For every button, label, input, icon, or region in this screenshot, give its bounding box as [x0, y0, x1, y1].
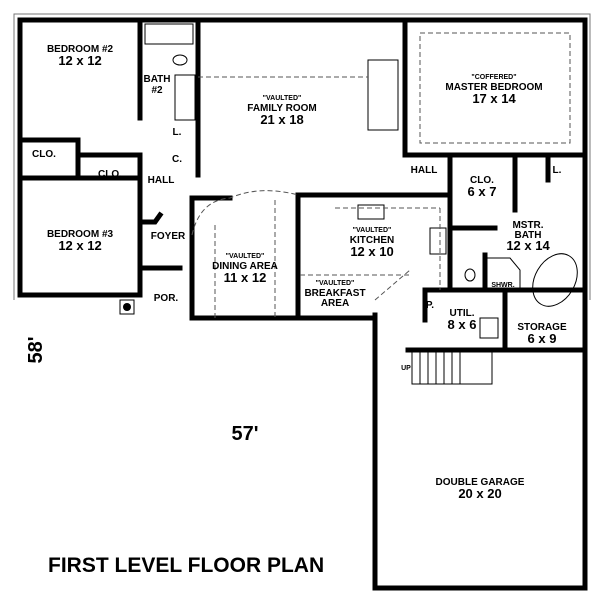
vanity	[174, 74, 196, 121]
walls	[17, 17, 588, 591]
room-name: MASTER BEDROOM	[445, 82, 542, 93]
toilet-master	[464, 268, 476, 282]
closet-bedroom-2: CLO.	[32, 149, 56, 160]
room-name: FAMILY ROOM	[247, 103, 316, 114]
room-size: 6 x 9	[528, 331, 557, 346]
room-name: CLO.	[470, 175, 494, 186]
room-name: DOUBLE GARAGE	[436, 477, 525, 488]
room-size: 12 x 12	[58, 238, 101, 253]
hall-right: HALL	[411, 165, 438, 176]
room-family: "VAULTED" FAMILY ROOM 21 x 18	[247, 95, 316, 127]
kitchen-sink	[357, 204, 385, 220]
room-size: 11 x 12	[224, 270, 267, 285]
room-note: "VAULTED"	[316, 280, 355, 287]
room-note: "VAULTED"	[226, 253, 265, 260]
fixtures	[119, 23, 578, 385]
fireplace	[367, 59, 399, 131]
stairs	[411, 351, 493, 385]
stairs-up-label: UP	[401, 365, 411, 372]
room-size: 20 x 20	[458, 486, 501, 501]
linen-closet-master: L.	[553, 165, 562, 176]
shower-label: SHWR.	[491, 282, 514, 289]
ac-unit	[119, 299, 135, 315]
room-note: "COFFERED"	[471, 74, 516, 81]
linen-closet: L.	[173, 127, 182, 138]
closet-bedroom-3: CLO.	[98, 169, 122, 180]
room-name: MSTR.	[512, 220, 543, 231]
hall-left: HALL	[148, 175, 175, 186]
room-master-closet: CLO. 6 x 7	[468, 175, 497, 199]
exterior-outline	[13, 13, 591, 300]
room-note: "VAULTED"	[353, 227, 392, 234]
shower	[484, 257, 521, 291]
room-name-line2: AREA	[321, 298, 349, 309]
room-size: 21 x 18	[260, 112, 303, 127]
porch: POR.	[154, 293, 179, 304]
range	[429, 227, 447, 255]
plan-title: FIRST LEVEL FLOOR PLAN	[48, 554, 324, 577]
bathtub	[144, 23, 194, 45]
room-dining: "VAULTED" DINING AREA 11 x 12	[212, 253, 278, 285]
room-name: DINING AREA	[212, 261, 278, 272]
room-name: KITCHEN	[350, 235, 394, 246]
room-name-line2: #2	[151, 85, 163, 96]
room-name: STORAGE	[517, 322, 567, 333]
room-breakfast: "VAULTED" BREAKFAST AREA	[304, 280, 365, 309]
room-name-line2: BATH	[514, 230, 541, 241]
room-size: 17 x 14	[472, 91, 516, 106]
room-bath-2: BATH #2	[143, 74, 170, 96]
room-bedroom-3: BEDROOM #3 12 x 12	[47, 229, 114, 253]
room-master-bath: MSTR. BATH 12 x 14	[506, 220, 550, 253]
coat-closet: C.	[172, 154, 182, 165]
ceiling-lines	[191, 32, 571, 318]
garden-tub	[532, 253, 578, 307]
toilet	[172, 54, 188, 66]
room-storage: STORAGE 6 x 9	[517, 322, 567, 346]
room-name: BATH	[143, 74, 170, 85]
room-bedroom-2: BEDROOM #2 12 x 12	[47, 44, 114, 68]
room-name: BEDROOM #2	[47, 44, 114, 55]
ac-fan	[123, 303, 131, 311]
room-size: 8 x 6	[448, 317, 477, 332]
room-name: BREAKFAST	[304, 288, 365, 299]
foyer: FOYER	[151, 231, 186, 242]
width-dimension: 57'	[231, 423, 258, 445]
pantry: P.	[426, 300, 434, 311]
room-master-bedroom: "COFFERED" MASTER BEDROOM 17 x 14	[445, 74, 542, 106]
room-size: 6 x 7	[468, 184, 497, 199]
room-note: "VAULTED"	[263, 95, 302, 102]
room-size: 12 x 10	[350, 244, 393, 259]
room-utility: UTIL. 8 x 6	[448, 308, 477, 332]
room-name: UTIL.	[450, 308, 475, 319]
room-garage: DOUBLE GARAGE 20 x 20	[436, 477, 525, 501]
room-size: 12 x 12	[58, 53, 101, 68]
depth-dimension: 58'	[25, 336, 47, 363]
room-name: BEDROOM #3	[47, 229, 114, 240]
room-kitchen: "VAULTED" KITCHEN 12 x 10	[350, 227, 394, 259]
washer	[479, 317, 499, 339]
room-size: 12 x 14	[506, 238, 550, 253]
